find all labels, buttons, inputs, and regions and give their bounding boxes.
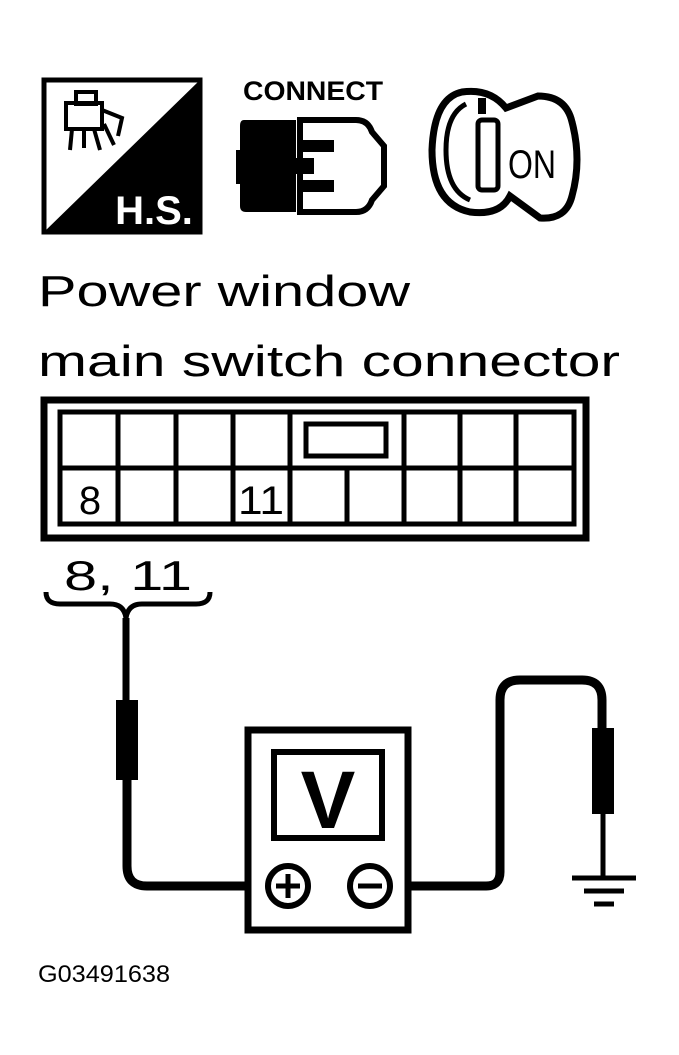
connector-lock-tab <box>303 421 389 459</box>
terminal-8-label: 8 <box>79 479 101 523</box>
connector-sketch-icon <box>64 90 125 151</box>
voltmeter-unit-label: V <box>301 755 356 846</box>
voltmeter-display <box>271 749 385 841</box>
ignition-on-label: ON <box>508 143 556 187</box>
connect-icon: CONNECT <box>236 76 387 215</box>
connector-face: 8 11 <box>40 396 590 542</box>
terminal-11-label: 11 <box>238 479 284 523</box>
title-line-2: main switch connector <box>38 337 620 386</box>
harness-side-label: H.S. <box>115 189 193 233</box>
positive-test-lead <box>116 618 276 891</box>
connect-label: CONNECT <box>243 76 384 106</box>
negative-terminal-icon: − <box>347 863 393 909</box>
ignition-key-on-icon: ON <box>428 87 581 222</box>
ground-symbol-icon <box>572 875 636 907</box>
harness-side-icon: H.S. <box>41 77 203 235</box>
probe-terminals-label: 8, 11 <box>64 552 192 599</box>
voltmeter: V + − <box>244 726 412 934</box>
figure-code: G03491638 <box>38 961 170 988</box>
negative-test-lead <box>378 675 614 891</box>
positive-terminal-icon: + <box>265 863 311 909</box>
title-line-1: Power window <box>38 267 410 316</box>
